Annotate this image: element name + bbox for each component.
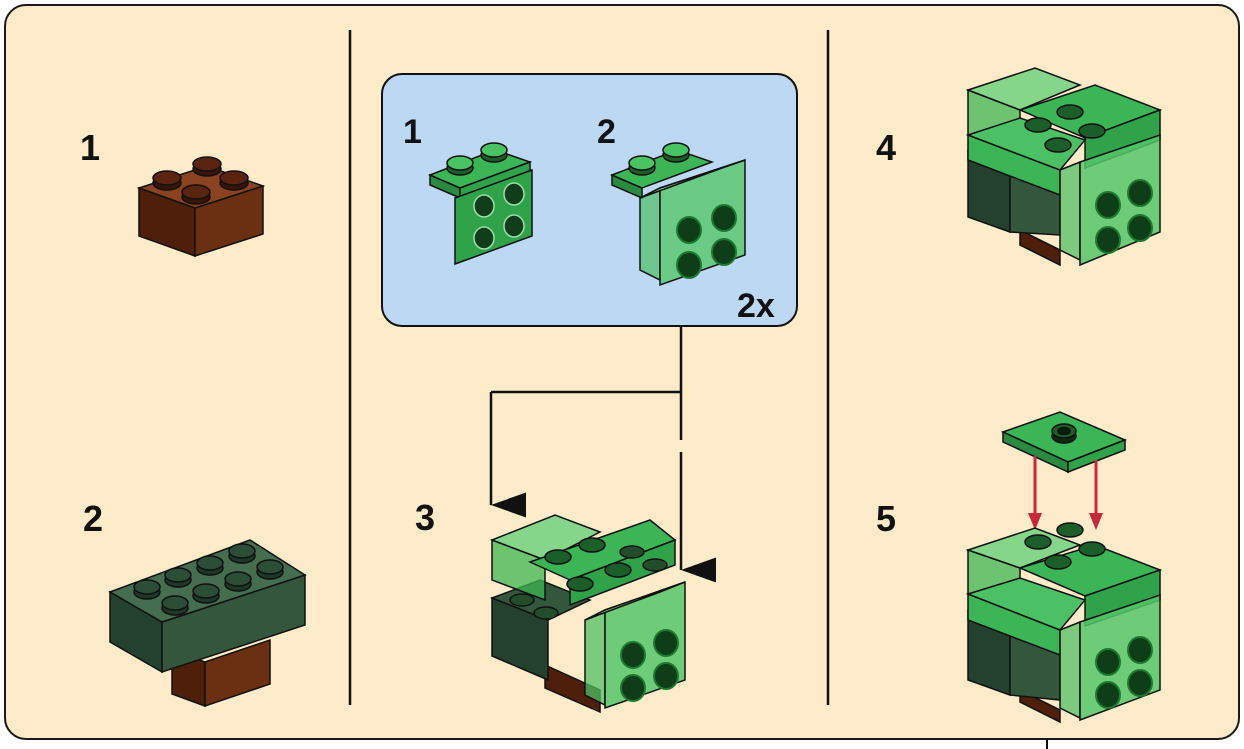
step5-tile [1003, 412, 1125, 472]
step5-assembly [968, 523, 1160, 722]
substep-number-1: 1 [403, 115, 422, 149]
quantity-label: 2x [737, 289, 775, 323]
step-number-1: 1 [80, 130, 100, 166]
step-number-3: 3 [415, 500, 435, 536]
step-number-4: 4 [876, 130, 896, 166]
step2-assembly [110, 540, 305, 706]
substep-number-2: 2 [597, 115, 616, 149]
step-number-2: 2 [83, 501, 103, 537]
step-number-5: 5 [876, 501, 896, 537]
step3-assembly [492, 515, 685, 712]
step1-brown-brick [139, 157, 263, 256]
step4-assembly [968, 68, 1160, 265]
